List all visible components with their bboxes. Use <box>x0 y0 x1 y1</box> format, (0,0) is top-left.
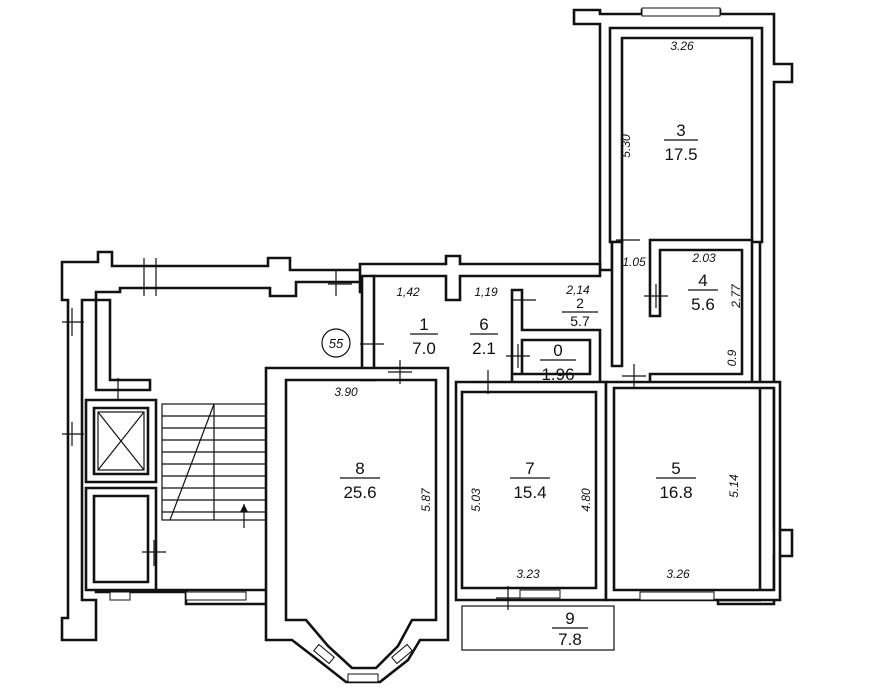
room-0-number: 0 <box>553 341 562 360</box>
windows <box>109 7 721 683</box>
room-2-area: 5.7 <box>570 313 590 329</box>
room-2-number: 2 <box>576 295 584 311</box>
room-3-area: 17.5 <box>664 145 697 164</box>
dim-r8-height: 5.87 <box>419 487 433 512</box>
room-8-number: 8 <box>355 459 364 478</box>
dim-r4-height: 2.77 <box>729 283 743 309</box>
window-room5 <box>639 591 715 601</box>
apartment-number: 55 <box>329 336 344 351</box>
room-4-wall <box>648 238 754 386</box>
window-stair <box>185 591 247 601</box>
elevator-cross <box>97 411 145 471</box>
balcony-9 <box>461 605 615 651</box>
dim-hall-width: 1,42 <box>396 285 420 299</box>
dim-r3-width: 3.26 <box>670 39 694 53</box>
apartment-marker: 55 <box>321 328 351 358</box>
room-8-wall <box>264 366 450 684</box>
window-bay-left <box>313 643 335 665</box>
room-walls <box>84 26 782 684</box>
stair-wall-left <box>94 298 152 392</box>
room-labels: 1 7.0 6 2.1 0 1.96 3 17.5 4 5.6 2 5.7 8 … <box>340 121 718 649</box>
window-left <box>109 591 131 601</box>
dim-r5-height: 5.14 <box>727 474 741 498</box>
window-room3 <box>641 7 721 17</box>
utility-room <box>84 486 158 592</box>
room-5-number: 5 <box>671 459 680 478</box>
room-9-area: 7.8 <box>558 630 582 649</box>
room-0-area: 1.96 <box>541 365 574 384</box>
room-7-number: 7 <box>525 459 534 478</box>
room-9-number: 9 <box>565 609 574 628</box>
dim-r4-width: 2.03 <box>691 251 716 265</box>
room-6-number: 6 <box>479 315 488 334</box>
room-4-number: 4 <box>698 271 707 290</box>
room-1-area: 7.0 <box>412 339 436 358</box>
dim-corridor-a: 1.05 <box>622 255 646 269</box>
dim-r7-width: 3.23 <box>516 567 540 581</box>
dimension-labels: 3.26 5.30 2.03 2.77 0.9 1.05 1,42 1,19 2… <box>334 39 743 581</box>
window-bay-center <box>347 673 379 683</box>
stair-treads <box>162 403 266 528</box>
dim-r4-small: 0.9 <box>725 349 739 366</box>
dim-r2-width: 2,14 <box>565 283 590 297</box>
room-8-area: 25.6 <box>343 483 376 502</box>
room-1-number: 1 <box>419 315 428 334</box>
elevator-shaft <box>84 398 158 484</box>
room-6-wall <box>510 288 602 386</box>
dim-r7-right: 4.80 <box>579 488 593 512</box>
dim-r5-width: 3.26 <box>666 567 690 581</box>
room-3-number: 3 <box>676 121 685 140</box>
room-1-wall <box>360 274 376 382</box>
room-6-area: 2.1 <box>472 339 496 358</box>
left-wall-block <box>60 250 374 642</box>
stair-arrow <box>240 504 248 512</box>
room-7-area: 15.4 <box>513 483 546 502</box>
window-room7 <box>519 589 561 599</box>
window-bay-right <box>391 643 413 665</box>
dim-r3-height: 5.30 <box>619 134 633 158</box>
door-ticks <box>62 239 668 610</box>
corridor-wall <box>610 240 624 368</box>
dim-r8-width: 3.90 <box>334 385 358 399</box>
room-5-area: 16.8 <box>659 483 692 502</box>
room-4-area: 5.6 <box>691 295 715 314</box>
room-5-wall <box>604 380 782 602</box>
dim-r6-width: 1,19 <box>474 285 498 299</box>
dim-r7-left: 5.03 <box>469 488 483 512</box>
